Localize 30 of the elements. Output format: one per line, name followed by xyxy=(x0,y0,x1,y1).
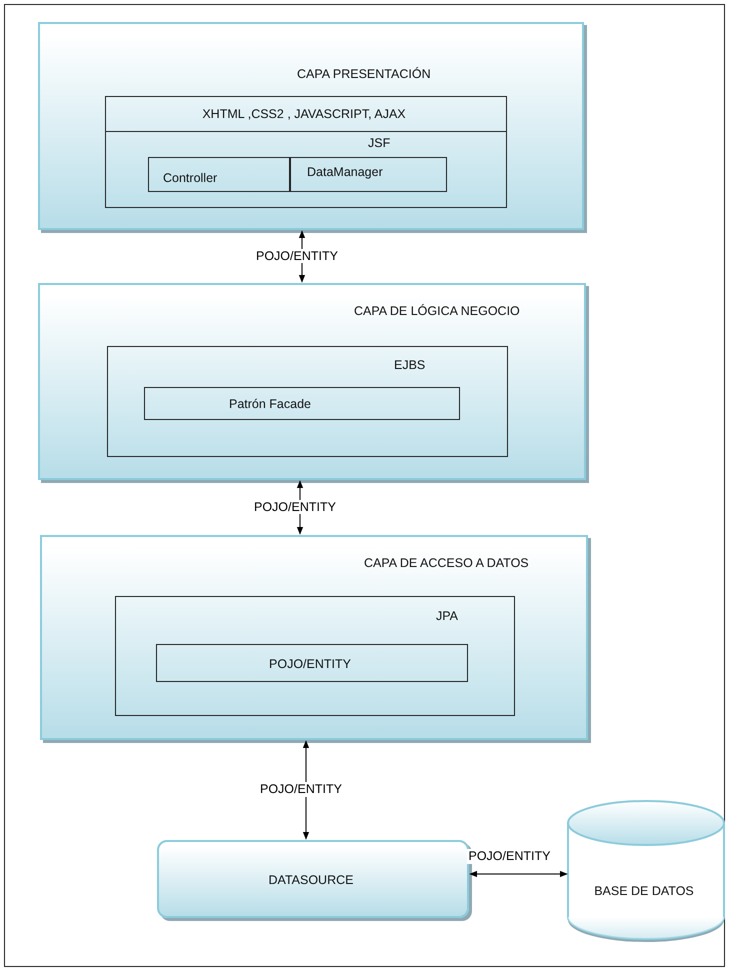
layer-box xyxy=(38,283,586,480)
component-box xyxy=(148,157,290,192)
node-label: CAPA PRESENTACIÓN xyxy=(297,68,431,80)
node-label: Controller xyxy=(163,172,218,184)
node-label: CAPA DE LÓGICA NEGOCIO xyxy=(354,305,520,318)
node-label: DataManager xyxy=(307,166,383,178)
edge-label: POJO/ENTITY xyxy=(466,849,552,864)
node-label: EJBS xyxy=(394,359,426,372)
node-label: DATASOURCE xyxy=(268,874,354,886)
edge-label: POJO/ENTITY xyxy=(258,782,344,796)
node-label: BASE DE DATOS xyxy=(593,885,695,898)
edge-label: POJO/ENTITY xyxy=(254,248,340,263)
technology-band xyxy=(105,96,507,132)
framework-box xyxy=(105,131,507,208)
process-box xyxy=(157,840,469,918)
node-label: XHTML ,CSS2 , JAVASCRIPT, AJAX xyxy=(201,108,407,120)
container-box xyxy=(107,346,508,457)
layer-box xyxy=(38,22,584,230)
node-label: Patrón Facade xyxy=(229,398,311,410)
entity-box xyxy=(156,644,468,682)
node-label: JSF xyxy=(368,137,390,150)
node-label: JPA xyxy=(436,610,458,622)
node-label: CAPA DE ACCESO A DATOS xyxy=(364,557,529,570)
component-box xyxy=(290,157,447,192)
node-label: POJO/ENTITY xyxy=(268,658,352,670)
edge-label: POJO/ENTITY xyxy=(252,500,338,514)
pattern-box xyxy=(144,387,460,420)
layer-box xyxy=(40,535,588,740)
double-arrow xyxy=(469,870,568,878)
container-box xyxy=(115,596,515,716)
